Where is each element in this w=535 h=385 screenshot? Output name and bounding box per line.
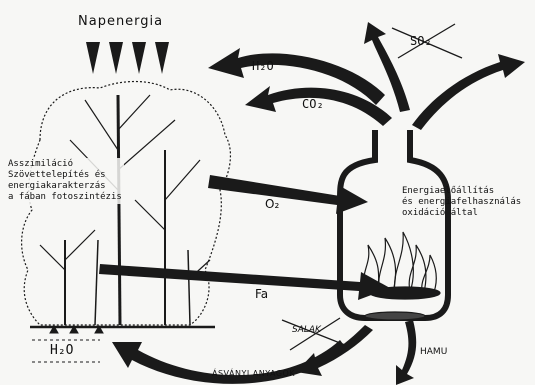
assimilation-line-3: energiakarakterzás (8, 181, 122, 192)
sun-energy-label: Napenergia (78, 15, 163, 28)
wood-label: Fa (255, 288, 268, 300)
energy-line-3: oxidáció által (402, 208, 521, 219)
energy-production-text: Energiaelőállítás és energiafelhasználás… (402, 186, 521, 219)
water-vapor-label: H₂O (252, 60, 274, 72)
flames (364, 232, 440, 320)
assimilation-line-4: a fában fotoszintézis (8, 192, 122, 203)
assimilation-text: Asszimiláció Szövettelepítés és energiak… (6, 158, 124, 204)
assimilation-line-2: Szövettelepítés és (8, 170, 122, 181)
slag-label: SALAK (292, 326, 321, 335)
carbon-dioxide-label: CO₂ (302, 98, 324, 110)
sulfur-dioxide-label: SO₂ (410, 35, 432, 47)
minerals-label: ÁSVÁNYI ANYAGOK (212, 370, 295, 378)
ground-water-label: H₂O (50, 344, 73, 357)
energy-line-1: Energiaelőállítás (402, 186, 521, 197)
oxygen-label: O₂ (265, 198, 279, 210)
energy-line-2: és energiafelhasználás (402, 197, 521, 208)
ash-label: HAMU (420, 348, 447, 357)
assimilation-line-1: Asszimiláció (8, 159, 122, 170)
sunlight-arrows (86, 42, 169, 74)
